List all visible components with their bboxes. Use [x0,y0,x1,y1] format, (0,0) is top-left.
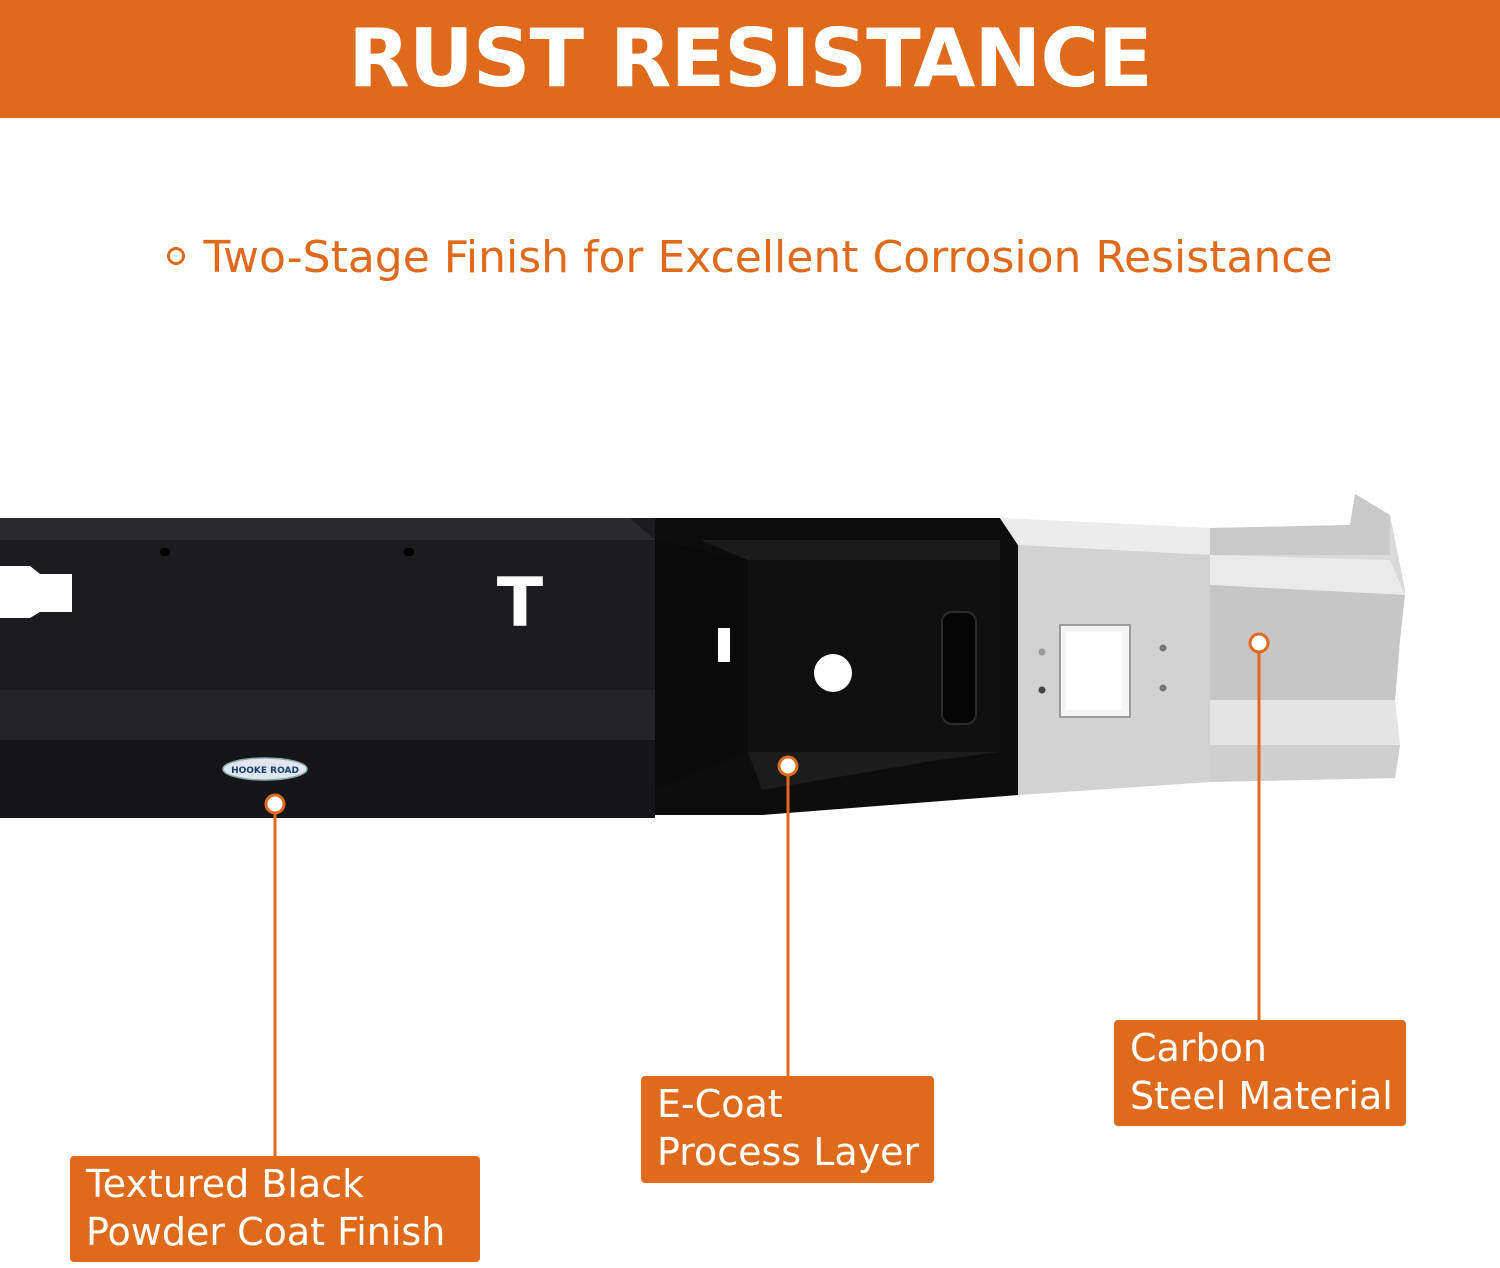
callout-carbon-line2: Steel Material [1130,1074,1393,1118]
callout-carbon-steel: Carbon Steel Material [1114,1020,1406,1126]
leader-powder [264,793,286,1156]
subtitle-text: Two-Stage Finish for Excellent Corrosion… [203,232,1333,283]
subtitle-line: Two-Stage Finish for Excellent Corrosion… [0,228,1500,288]
carbon-steel-section [1000,494,1405,795]
powder-coat-section: HOOKE ROAD T [0,518,655,818]
header-banner: RUST RESISTANCE [0,0,1500,118]
leader-ecoat [777,755,799,1076]
panel-letter: T [497,564,544,643]
bullet-circle-icon [167,247,186,265]
leader-carbon [1248,632,1270,1020]
callout-powder-line1: Textured Black [86,1162,365,1206]
ecoat-section [655,518,1018,815]
callout-ecoat-line2: Process Layer [657,1130,920,1174]
callout-powder-line2: Powder Coat Finish [86,1210,446,1254]
callout-powder-coat: Textured Black Powder Coat Finish [70,1156,480,1262]
callout-ecoat: E-Coat Process Layer [641,1076,934,1183]
brand-logo-badge [222,757,308,781]
brand-logo-text: HOOKE ROAD [231,766,299,776]
callout-carbon-line1: Carbon [1130,1026,1267,1070]
page-title: RUST RESISTANCE [348,12,1152,105]
callout-ecoat-line1: E-Coat [657,1082,783,1126]
